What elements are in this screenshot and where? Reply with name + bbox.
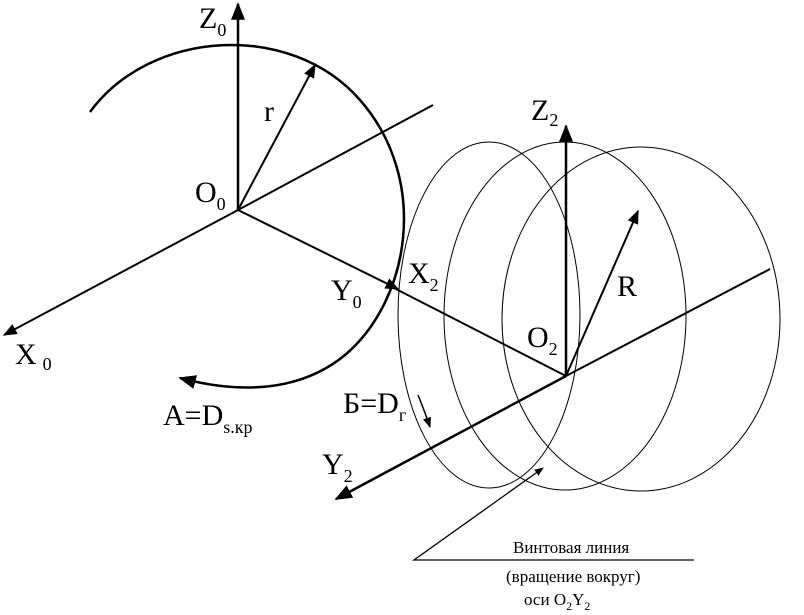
- R-label: R: [617, 270, 637, 303]
- y0-label: Y0: [331, 274, 362, 312]
- o2-upper-right-axis: [565, 268, 771, 377]
- note-line3: оси O2Y2: [524, 590, 590, 613]
- radius-r-arrow: [237, 63, 316, 211]
- helix-loop-2: [443, 141, 687, 491]
- y2-label: Y2: [322, 448, 353, 486]
- helix-loop-3: [501, 146, 781, 492]
- o0-label: O0: [195, 176, 226, 214]
- note-line1: Винтовая линия: [513, 538, 629, 557]
- y2-axis: [334, 374, 567, 501]
- o0-o2-line: [391, 286, 567, 377]
- z2-label: Z2: [531, 94, 558, 130]
- x0-axis: [2, 209, 239, 336]
- x2-label: X2: [408, 257, 439, 295]
- o0-upper-right-axis: [237, 104, 434, 211]
- o2-label: O2: [527, 321, 558, 359]
- arc-b: [417, 394, 431, 428]
- arc-a: [88, 43, 406, 389]
- z0-label: Z0: [199, 2, 226, 40]
- a-label: A=Ds.кр: [163, 399, 253, 437]
- y0-axis: [237, 209, 400, 290]
- helix-loop-1: [397, 141, 581, 489]
- b-label: Б=Dг: [343, 387, 406, 425]
- r-label: r: [264, 95, 274, 128]
- note-line2: (вращение вокруг): [506, 567, 640, 586]
- note-leader: [411, 467, 694, 561]
